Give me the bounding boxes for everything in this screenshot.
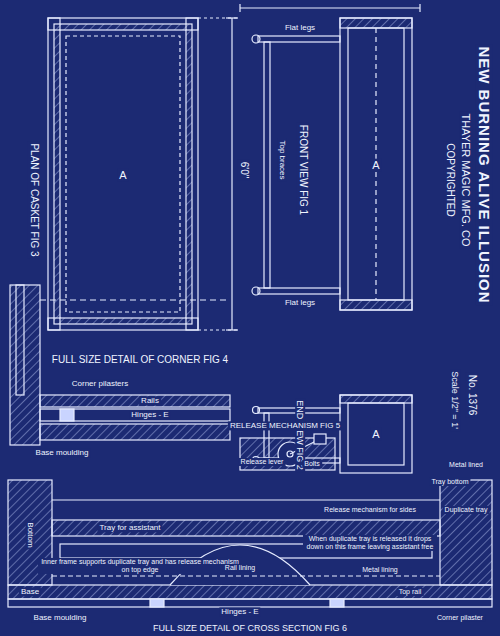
part-label: Corner pilaster xyxy=(435,614,485,622)
part-label: Hinges - E xyxy=(219,607,260,616)
part-label: Base moulding xyxy=(34,448,91,457)
scale-note: Scale 1/2" = 1' xyxy=(450,369,460,431)
part-label: Tray for assistant xyxy=(97,523,162,532)
part-label: Corner pilasters xyxy=(70,379,130,388)
part-label: Tray bottom xyxy=(429,478,470,486)
figure-title: PLAN OF CASKET FIG 3 xyxy=(28,141,40,258)
part-label: Release mechanism for sides xyxy=(322,506,418,514)
part-label: Rails xyxy=(139,396,161,405)
copyright-note: COPYRIGHTED xyxy=(444,141,456,218)
part-label: Metal lined xyxy=(447,461,485,469)
part-label: Release lever xyxy=(239,458,286,466)
casket-plan xyxy=(48,18,240,330)
figure-title: FULL SIZE DETAIL OF CROSS SECTION FIG 6 xyxy=(151,623,349,633)
figure-title: FRONT VIEW FIG 1 xyxy=(297,123,309,217)
part-label: Flat legs xyxy=(283,23,317,32)
drawing-number: No. 1376 xyxy=(466,373,478,418)
part-letter: A xyxy=(370,428,381,441)
part-label: Hinges - E xyxy=(129,410,170,419)
part-label: Flat legs xyxy=(283,298,317,307)
part-label: Metal lining xyxy=(360,566,399,574)
drawing-title: NEW BURNING ALIVE ILLUSION xyxy=(475,44,492,305)
maker-name: THAYER MAGIC MFG. CO xyxy=(460,111,473,248)
cross-section xyxy=(8,480,492,607)
part-label: Base xyxy=(19,587,41,596)
part-label: Rail lining xyxy=(223,564,257,572)
part-label: Bolts xyxy=(302,460,322,468)
part-label: Base moulding xyxy=(32,613,89,622)
part-label: Top braces xyxy=(277,138,286,181)
part-label: Duplicate tray xyxy=(443,506,490,514)
part-letter: A xyxy=(370,159,381,172)
corner-detail xyxy=(10,285,230,445)
dimension: 6'0" xyxy=(238,160,250,181)
part-label: Inner frame supports duplicate tray and … xyxy=(38,558,242,574)
figure-title: FULL SIZE DETAIL OF CORNER FIG 4 xyxy=(50,354,230,366)
part-label: When duplicate tray is released it drops… xyxy=(303,535,437,551)
part-letter: A xyxy=(117,169,128,182)
part-label: Bottom xyxy=(25,520,34,549)
figure-title: RELEASE MECHANISM FIG 5 xyxy=(228,421,342,430)
front-view xyxy=(252,18,412,310)
part-label: Top rail xyxy=(397,588,424,596)
